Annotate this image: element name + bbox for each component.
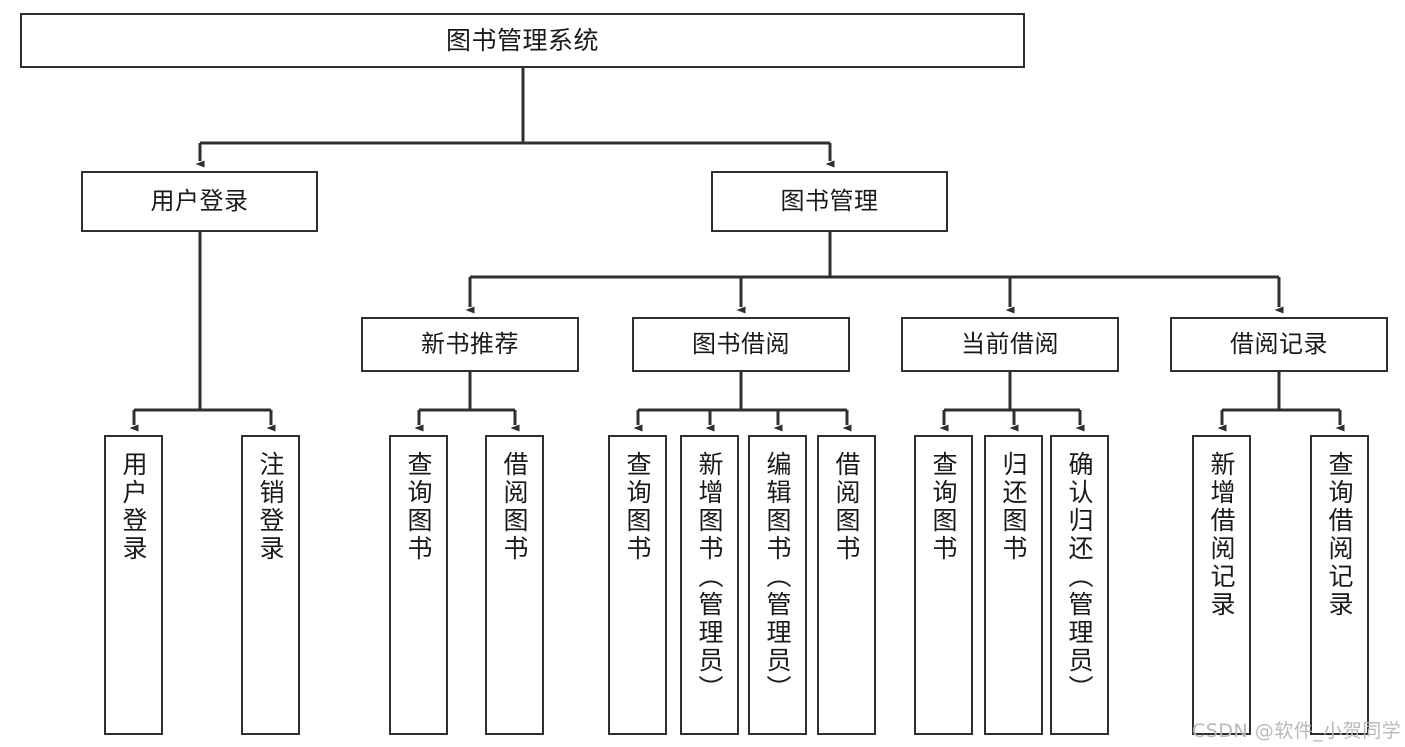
node-leaf-b-add[interactable]: 新增图书（管理员） [680, 435, 739, 735]
node-current[interactable]: 当前借阅 [901, 317, 1119, 372]
node-label-leaf-c-query: 查询图书 [929, 451, 958, 563]
node-newrec[interactable]: 新书推荐 [361, 317, 579, 372]
node-label-leaf-new-query: 查询图书 [404, 451, 433, 563]
node-label-history: 借阅记录 [1230, 330, 1328, 359]
node-borrow[interactable]: 图书借阅 [632, 317, 850, 372]
node-leaf-c-return[interactable]: 归还图书 [984, 435, 1043, 735]
node-leaf-b-borrow[interactable]: 借阅图书 [817, 435, 876, 735]
node-leaf-new-borrow[interactable]: 借阅图书 [485, 435, 544, 735]
node-leaf-c-query[interactable]: 查询图书 [914, 435, 973, 735]
node-label-root: 图书管理系统 [445, 25, 599, 55]
node-bookmgmt[interactable]: 图书管理 [711, 171, 948, 232]
node-leaf-user-login[interactable]: 用户登录 [104, 435, 163, 735]
node-label-leaf-user-logout: 注销登录 [256, 451, 285, 563]
node-label-leaf-h-add: 新增借阅记录 [1207, 451, 1236, 619]
csdn-watermark: CSDN @软件_小贺同学 [1192, 720, 1402, 742]
node-label-newrec: 新书推荐 [421, 330, 519, 359]
node-login[interactable]: 用户登录 [81, 171, 318, 232]
node-label-current: 当前借阅 [961, 330, 1059, 359]
node-label-leaf-user-login: 用户登录 [119, 451, 148, 563]
node-history[interactable]: 借阅记录 [1170, 317, 1388, 372]
node-label-leaf-c-return: 归还图书 [999, 451, 1028, 563]
node-leaf-h-query[interactable]: 查询借阅记录 [1310, 435, 1369, 735]
node-leaf-c-confirm[interactable]: 确认归还（管理员） [1050, 435, 1109, 735]
node-label-bookmgmt: 图书管理 [780, 187, 879, 216]
node-label-leaf-b-query: 查询图书 [623, 451, 652, 563]
node-label-leaf-new-borrow: 借阅图书 [500, 451, 529, 563]
node-label-leaf-b-edit: 编辑图书（管理员） [763, 451, 792, 703]
node-leaf-b-query[interactable]: 查询图书 [608, 435, 667, 735]
node-root[interactable]: 图书管理系统 [20, 13, 1025, 68]
node-leaf-user-logout[interactable]: 注销登录 [241, 435, 300, 735]
node-label-leaf-c-confirm: 确认归还（管理员） [1065, 451, 1094, 703]
node-label-leaf-h-query: 查询借阅记录 [1325, 451, 1354, 619]
node-leaf-h-add[interactable]: 新增借阅记录 [1192, 435, 1251, 735]
node-leaf-b-edit[interactable]: 编辑图书（管理员） [748, 435, 807, 735]
node-leaf-new-query[interactable]: 查询图书 [389, 435, 448, 735]
node-label-leaf-b-add: 新增图书（管理员） [695, 451, 724, 703]
node-label-leaf-b-borrow: 借阅图书 [832, 451, 861, 563]
node-label-login: 用户登录 [150, 187, 249, 216]
node-label-borrow: 图书借阅 [692, 330, 790, 359]
